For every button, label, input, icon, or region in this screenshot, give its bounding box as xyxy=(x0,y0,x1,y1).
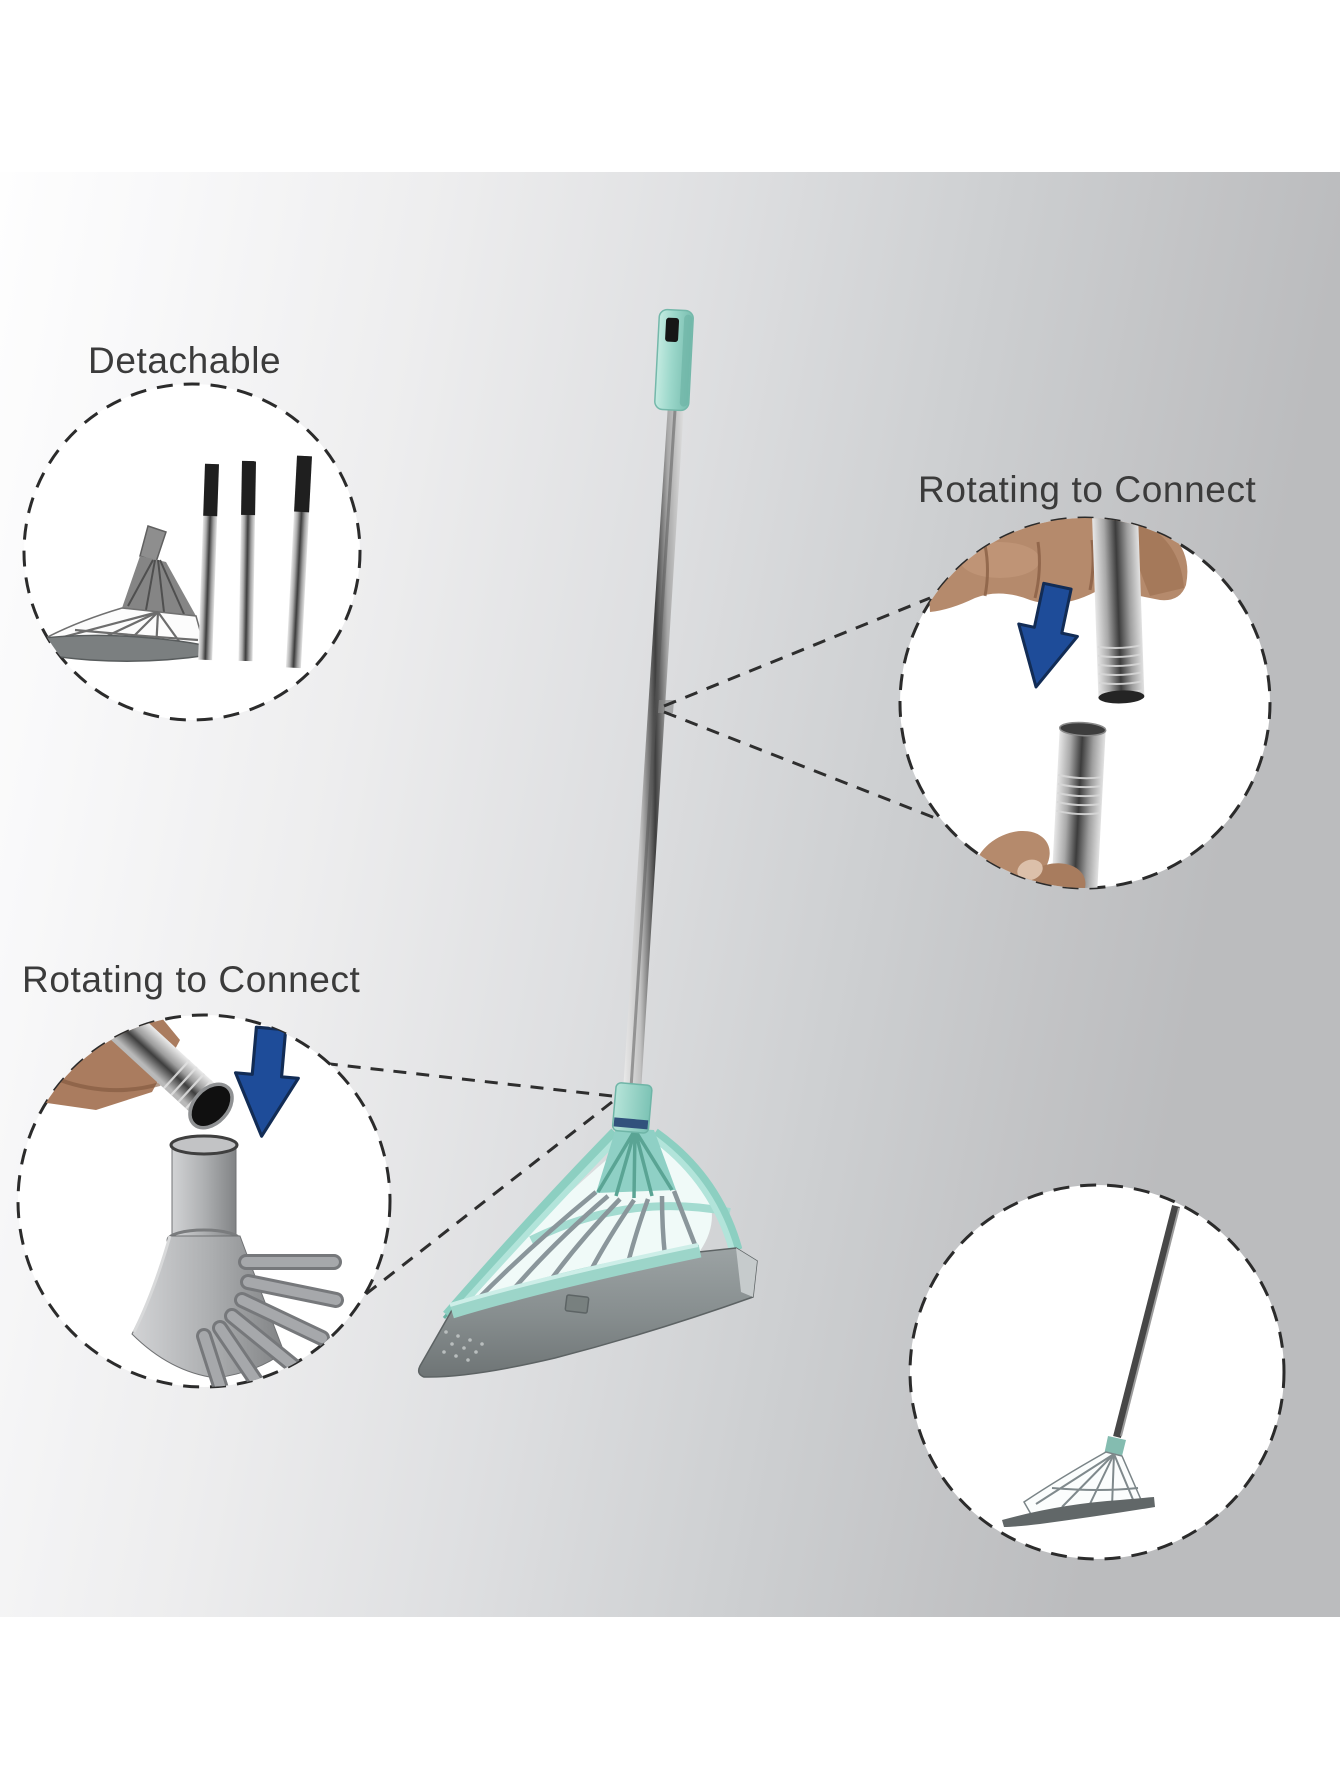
connector-navy-band xyxy=(613,1117,649,1130)
rod-1 xyxy=(198,463,219,661)
rod-2 xyxy=(238,460,256,662)
blade-clip-tab xyxy=(564,1294,590,1314)
callout-line xyxy=(663,710,936,820)
hanging-hole xyxy=(665,317,680,343)
tilted-broom-icon xyxy=(1002,1205,1180,1527)
callout-lines xyxy=(329,596,936,1296)
rotating-to-connect-left-label: Rotating to Connect xyxy=(22,959,361,1000)
callout-line xyxy=(365,1100,613,1296)
head-apex-fan xyxy=(596,1128,676,1199)
head-frame xyxy=(442,1128,743,1321)
down-arrow-icon xyxy=(233,1025,300,1138)
upper-pipe-section xyxy=(1091,518,1145,704)
down-arrow-icon xyxy=(1017,581,1079,689)
broom-head xyxy=(417,1082,758,1378)
broom-socket xyxy=(131,1134,344,1387)
lower-pipe-section xyxy=(1050,721,1107,888)
pipe-open-end xyxy=(188,1082,234,1130)
head-ribs xyxy=(473,1190,700,1304)
broom-handle-cap xyxy=(654,308,694,412)
socket-ribs xyxy=(196,1254,344,1387)
rotating-to-connect-right-label: Rotating to Connect xyxy=(918,469,1257,510)
pole-section-rods-icon xyxy=(198,455,312,669)
detachable-label: Detachable xyxy=(88,340,282,381)
rotating-connect-left-circle xyxy=(16,1013,392,1389)
broom xyxy=(417,308,758,1378)
detached-broom-head-icon xyxy=(24,525,210,662)
broom-connector-collar xyxy=(611,1082,653,1134)
rod-3 xyxy=(285,455,312,669)
blade-texture-dots xyxy=(442,1330,484,1362)
assembled-broom-circle xyxy=(908,1183,1286,1561)
detachable-callout-circle xyxy=(22,382,362,722)
callout-line xyxy=(663,596,931,708)
callout-line xyxy=(329,1062,613,1098)
